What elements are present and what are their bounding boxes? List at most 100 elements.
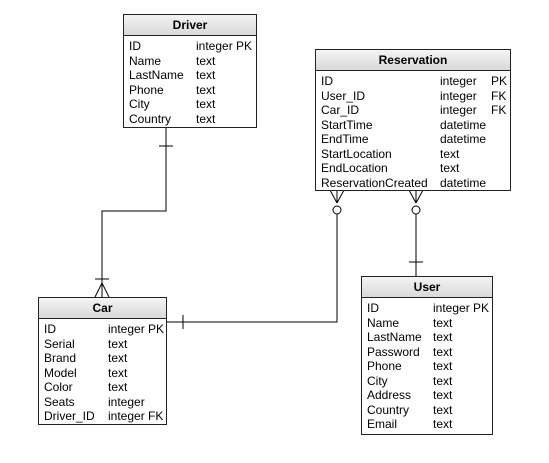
attribute-name: Phone	[129, 82, 164, 97]
attribute-name: Address	[367, 388, 412, 402]
entity-title: User	[362, 277, 492, 298]
attribute-row: Brand text	[44, 351, 166, 366]
attribute-name: StartTime	[321, 117, 373, 132]
attribute-type: text	[433, 388, 453, 402]
attribute-type: text	[196, 82, 216, 97]
crowfoot-left	[329, 189, 338, 204]
attribute-name: Brand	[44, 351, 77, 365]
crowfoot-right	[101, 282, 110, 298]
attribute-type: integer	[440, 74, 477, 88]
attribute-type: text	[433, 359, 453, 373]
attribute-row: ID integer PK	[367, 301, 492, 316]
attribute-key: PK	[491, 74, 508, 88]
attribute-type: text	[108, 336, 128, 351]
attribute-name: ID	[321, 74, 333, 88]
attribute-name: Serial	[44, 336, 75, 351]
attribute-name: User_ID	[321, 88, 366, 103]
attribute-row: StartLocation text	[321, 147, 510, 162]
attribute-type: text	[433, 315, 453, 330]
attribute-row: Country text	[129, 112, 256, 127]
attribute-key: FK	[491, 88, 507, 103]
attribute-row: Name text	[129, 54, 256, 69]
attribute-type: text	[108, 351, 128, 365]
attribute-type: datetime	[440, 132, 487, 146]
entity-title: Driver	[124, 15, 256, 36]
attribute-type: integer	[440, 103, 477, 117]
attribute-row: Seats integer	[44, 395, 166, 410]
attribute-name: LastName	[129, 68, 184, 82]
attribute-key: FK	[491, 103, 507, 117]
attribute-name: Name	[129, 53, 162, 68]
attribute-name: Country	[129, 111, 172, 126]
zero-marker	[411, 205, 421, 215]
attribute-type: text	[196, 111, 216, 126]
attribute-name: ID	[129, 39, 141, 53]
attribute-type: text	[196, 53, 216, 68]
attribute-type: text	[433, 417, 453, 431]
attribute-row: Country text	[367, 403, 492, 418]
attribute-name: Driver_ID	[44, 409, 95, 423]
relationship-car-reservation	[167, 189, 345, 329]
attribute-type: text	[440, 161, 460, 175]
attribute-name: ID	[367, 301, 379, 315]
attribute-row: Address text	[367, 388, 492, 403]
crowfoot-left	[94, 282, 103, 298]
attribute-type: datetime	[440, 117, 487, 132]
attribute-row: Driver_ID integer FK	[44, 409, 166, 424]
attribute-name: Country	[367, 402, 410, 417]
attribute-type: text	[108, 380, 128, 394]
attribute-name: ReservationCreated	[321, 175, 428, 190]
attribute-name: Seats	[44, 394, 75, 409]
attribute-type: integer PK	[108, 322, 165, 336]
attribute-name: Email	[367, 417, 398, 431]
attribute-type: integer FK	[108, 409, 164, 423]
entity-title: Reservation	[316, 50, 510, 71]
attribute-type: text	[433, 373, 453, 388]
attribute-type: text	[440, 146, 460, 161]
attribute-type: text	[196, 68, 216, 82]
attribute-row: Color text	[44, 380, 166, 395]
attribute-name: Car_ID	[321, 103, 360, 117]
attribute-row: ReservationCreated datetime	[321, 176, 510, 191]
attribute-type: text	[433, 344, 453, 359]
crowfoot-right	[415, 189, 424, 204]
attribute-row: StartTime datetime	[321, 118, 510, 133]
attribute-row: Email text	[367, 417, 492, 432]
attribute-type: integer PK	[433, 301, 490, 315]
attribute-name: StartLocation	[321, 146, 392, 161]
attribute-row: ID integer PK	[321, 74, 510, 89]
attribute-name: EndTime	[321, 132, 369, 146]
attribute-name: Color	[44, 380, 73, 394]
attribute-type: datetime	[440, 175, 487, 190]
attribute-name: Name	[367, 315, 400, 330]
attribute-row: Serial text	[44, 337, 166, 352]
relationship-user-reservation	[408, 189, 424, 276]
attribute-name: EndLocation	[321, 161, 388, 175]
attribute-row: EndLocation text	[321, 161, 510, 176]
attribute-type: text	[108, 365, 128, 380]
zero-marker	[332, 205, 342, 215]
crowfoot-left	[408, 189, 417, 204]
attribute-name: Password	[367, 344, 420, 359]
attribute-row: LastName text	[129, 68, 256, 83]
crowfoot-right	[336, 189, 345, 204]
attribute-type: text	[196, 97, 216, 111]
attribute-type: text	[433, 402, 453, 417]
relationship-driver-car	[94, 128, 173, 298]
attribute-row: EndTime datetime	[321, 132, 510, 147]
attribute-row: Password text	[367, 345, 492, 360]
attribute-type: integer	[108, 394, 145, 409]
